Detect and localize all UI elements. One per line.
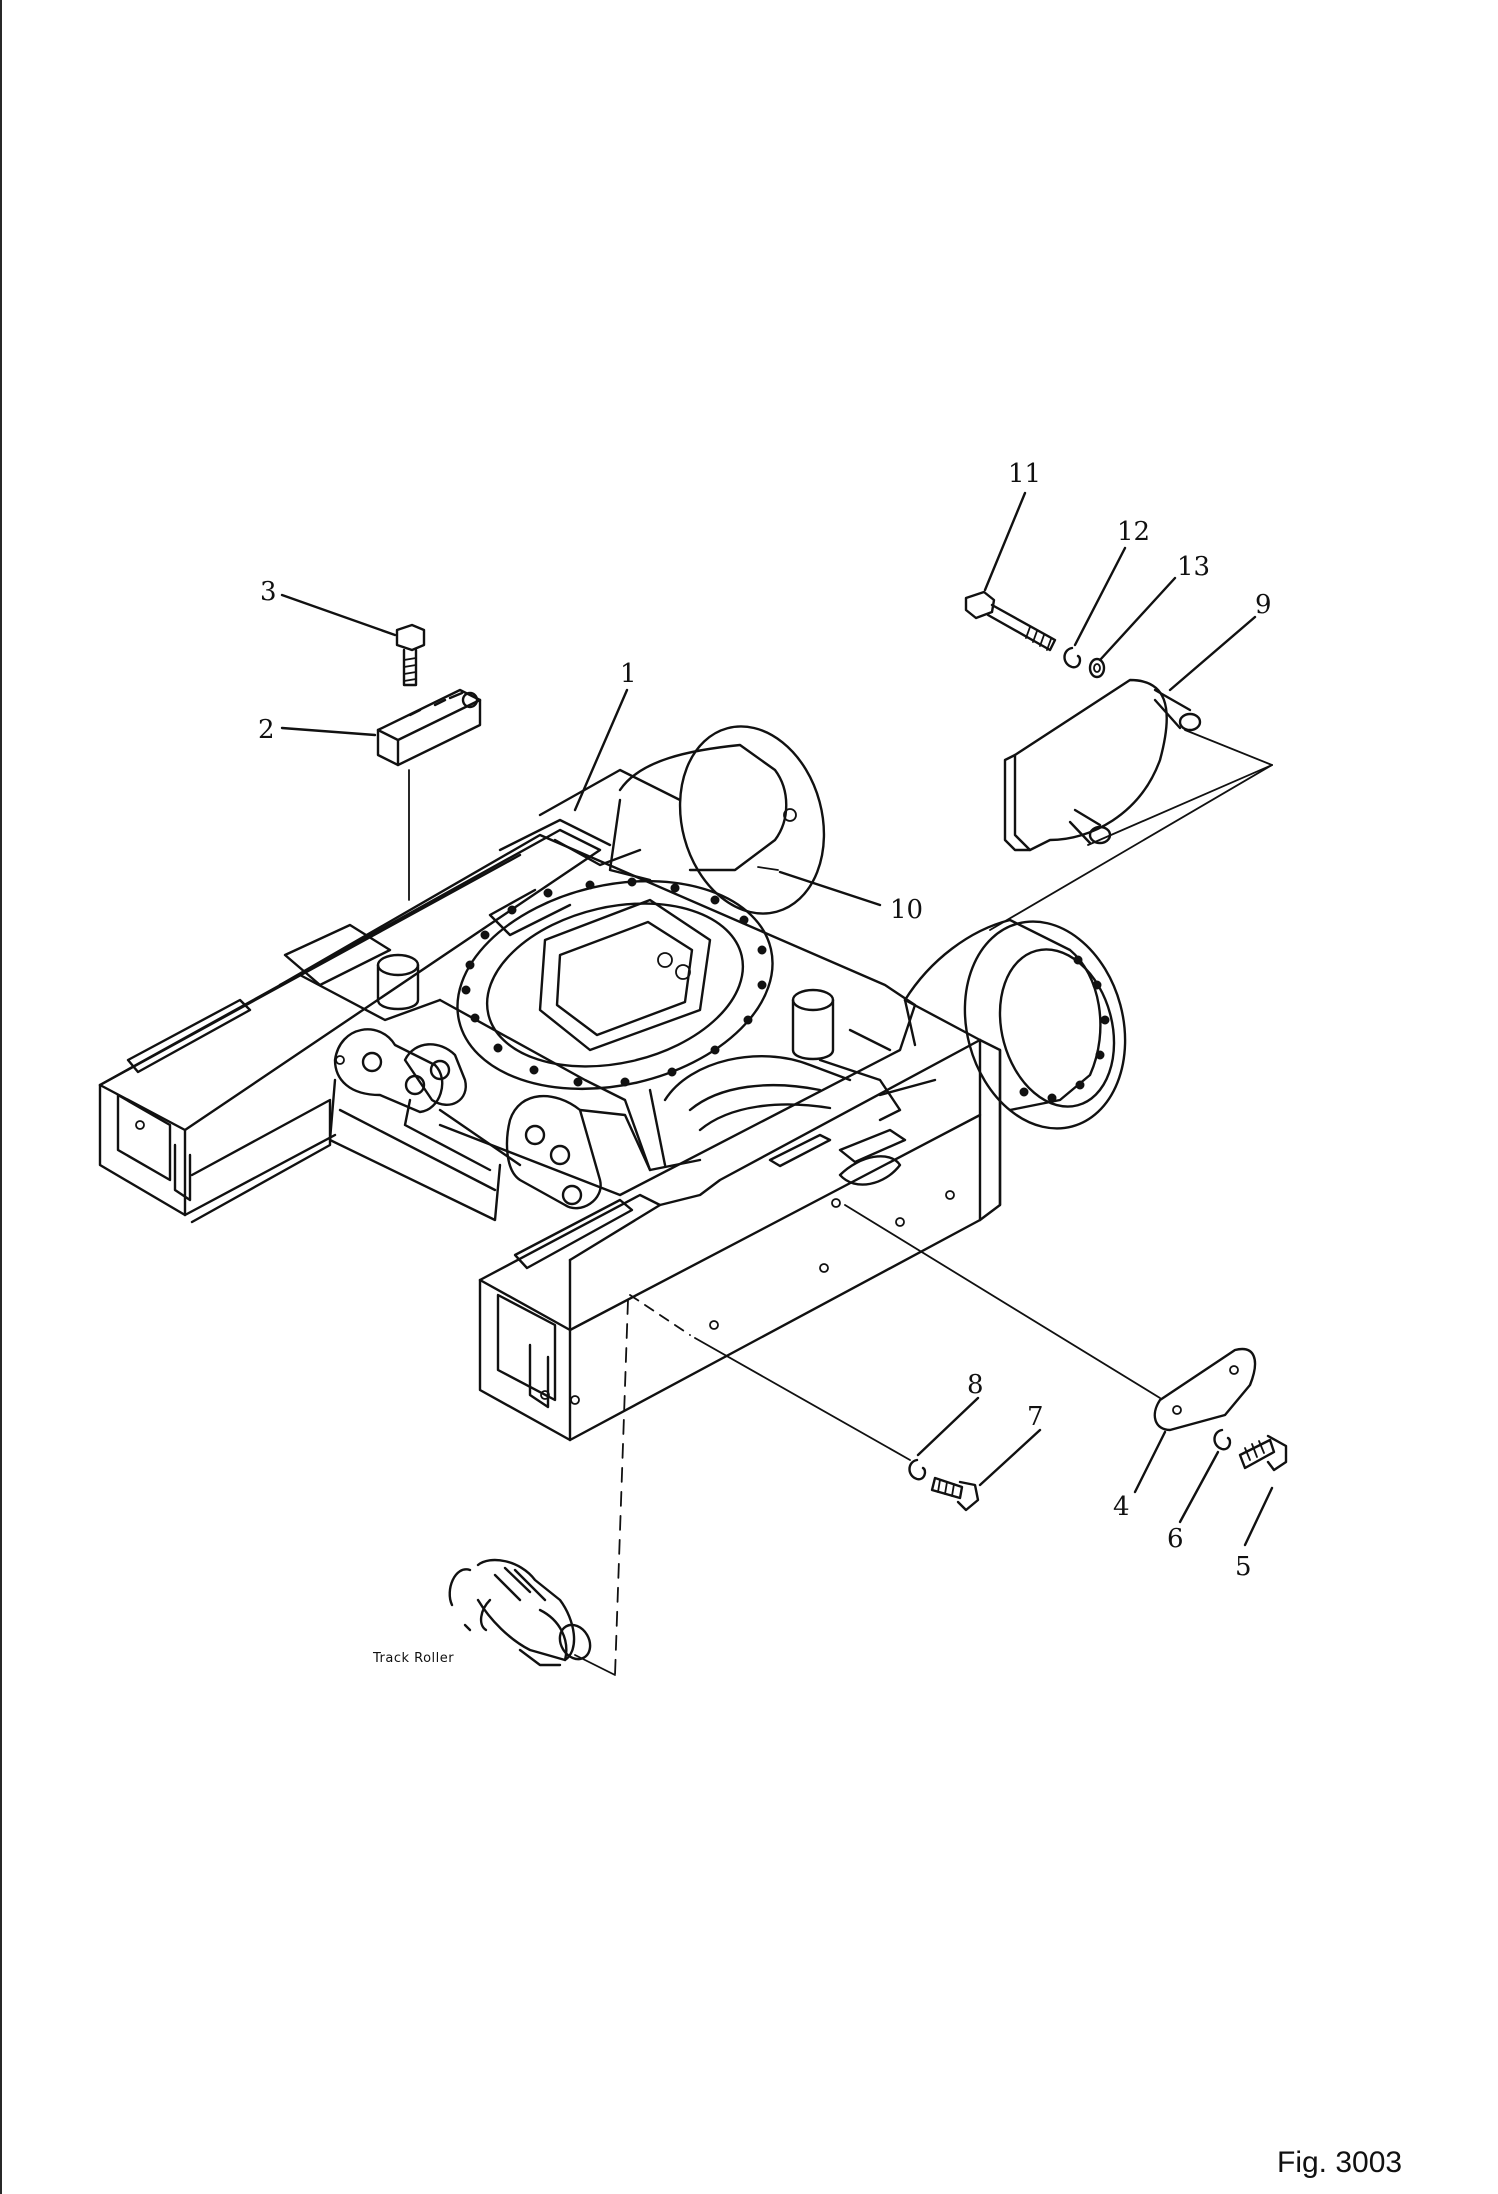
callout-12: 12: [1117, 517, 1150, 547]
leader-lines: [280, 491, 1274, 1676]
callout-9: 9: [1255, 590, 1272, 620]
part-12-washer: [1063, 646, 1082, 669]
part-3-bolt: [395, 623, 426, 687]
callout-5: 5: [1235, 1552, 1252, 1582]
part-13-washer: [1088, 657, 1106, 679]
callout-labels: 1 2 3 4 5 6 7 8 9 10 11 12 13 Track Roll…: [258, 459, 1272, 1666]
callout-11: 11: [1008, 459, 1041, 489]
part-9-cover: [1003, 678, 1202, 852]
track-roller-label: Track Roller: [372, 1651, 454, 1666]
figure-label: Fig. 3003: [1277, 2146, 1402, 2179]
callout-10: 10: [890, 895, 923, 925]
part-11-bolt: [964, 590, 1057, 652]
callout-13: 13: [1177, 552, 1210, 582]
callout-8: 8: [967, 1370, 984, 1400]
part-6-washer: [1213, 1428, 1232, 1451]
part-7-bolt: [930, 1476, 980, 1512]
callout-3: 3: [260, 577, 277, 607]
track-roller: [448, 1558, 592, 1667]
callout-6: 6: [1167, 1524, 1184, 1554]
callout-7: 7: [1027, 1402, 1044, 1432]
track-frame: [98, 725, 1127, 1442]
part-5-bolt: [1238, 1434, 1288, 1472]
callout-1: 1: [620, 659, 637, 689]
part-10-pin: [757, 866, 779, 871]
part-4-plate: [1153, 1347, 1257, 1432]
part-2-plate: [376, 688, 482, 767]
callout-4: 4: [1113, 1492, 1130, 1522]
callout-2: 2: [258, 715, 275, 745]
part-8-washer: [908, 1458, 927, 1481]
